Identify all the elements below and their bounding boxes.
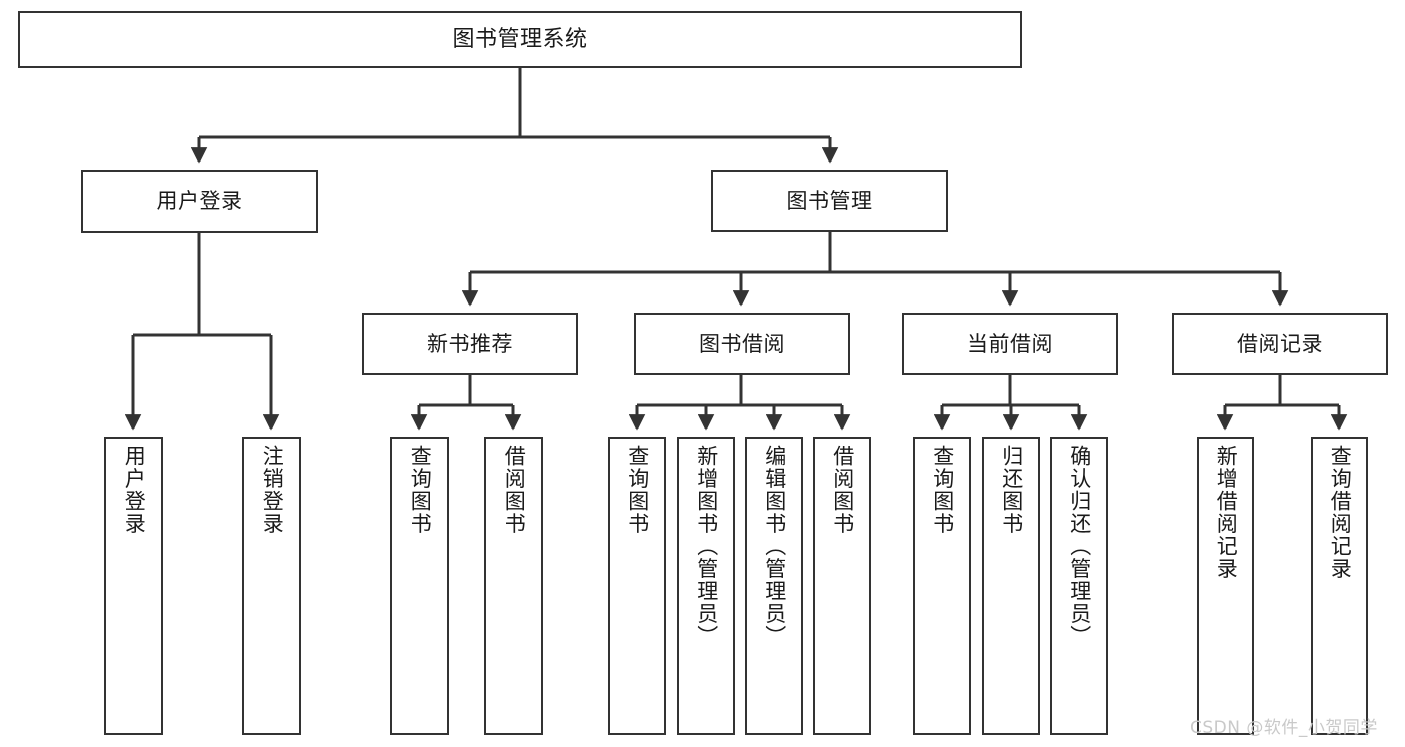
node-root-book-management-system[interactable]: 图书管理系统 <box>18 11 1022 68</box>
node-book-management[interactable]: 图书管理 <box>711 170 948 232</box>
leaf-query-book-recommend[interactable]: 查询图书 <box>390 437 449 735</box>
node-label: 图书管理 <box>786 188 873 213</box>
node-label: 新增图书（管理员） <box>694 445 719 648</box>
leaf-borrow-book-recommend[interactable]: 借阅图书 <box>484 437 543 735</box>
node-label: 归还图书 <box>999 445 1024 535</box>
node-label: 借阅图书 <box>502 445 527 535</box>
node-label: 确认归还（管理员） <box>1067 445 1092 648</box>
node-label: 查询图书 <box>408 445 433 535</box>
leaf-return-book[interactable]: 归还图书 <box>982 437 1040 735</box>
node-book-borrow[interactable]: 图书借阅 <box>634 313 850 375</box>
node-new-book-recommend[interactable]: 新书推荐 <box>362 313 578 375</box>
node-label: 用户登录 <box>122 445 147 535</box>
node-label: 查询图书 <box>930 445 955 535</box>
leaf-borrow-book[interactable]: 借阅图书 <box>813 437 871 735</box>
node-label: 借阅记录 <box>1237 331 1323 356</box>
node-current-borrow[interactable]: 当前借阅 <box>902 313 1118 375</box>
leaf-add-borrow-record[interactable]: 新增借阅记录 <box>1197 437 1254 735</box>
node-label: 注销登录 <box>260 445 285 535</box>
node-label: 查询借阅记录 <box>1328 445 1353 580</box>
node-label: 新增借阅记录 <box>1214 445 1239 580</box>
node-user-login[interactable]: 用户登录 <box>81 170 318 233</box>
node-label: 查询图书 <box>625 445 650 535</box>
leaf-user-login[interactable]: 用户登录 <box>104 437 163 735</box>
csdn-watermark: CSDN @软件_小贺同学 <box>1190 718 1378 738</box>
leaf-query-book-borrow[interactable]: 查询图书 <box>608 437 666 735</box>
node-label: 图书管理系统 <box>452 26 588 52</box>
node-borrow-record[interactable]: 借阅记录 <box>1172 313 1388 375</box>
leaf-edit-book[interactable]: 编辑图书（管理员） <box>745 437 803 735</box>
leaf-logout[interactable]: 注销登录 <box>242 437 301 735</box>
node-label: 当前借阅 <box>967 331 1053 356</box>
leaf-query-borrow-record[interactable]: 查询借阅记录 <box>1311 437 1368 735</box>
leaf-confirm-return[interactable]: 确认归还（管理员） <box>1050 437 1108 735</box>
node-label: 图书借阅 <box>699 331 785 356</box>
leaf-query-book-current[interactable]: 查询图书 <box>913 437 971 735</box>
node-label: 用户登录 <box>156 189 243 214</box>
leaf-add-book[interactable]: 新增图书（管理员） <box>677 437 735 735</box>
node-label: 新书推荐 <box>427 331 513 356</box>
node-label: 借阅图书 <box>830 445 855 535</box>
node-label: 编辑图书（管理员） <box>762 445 787 648</box>
